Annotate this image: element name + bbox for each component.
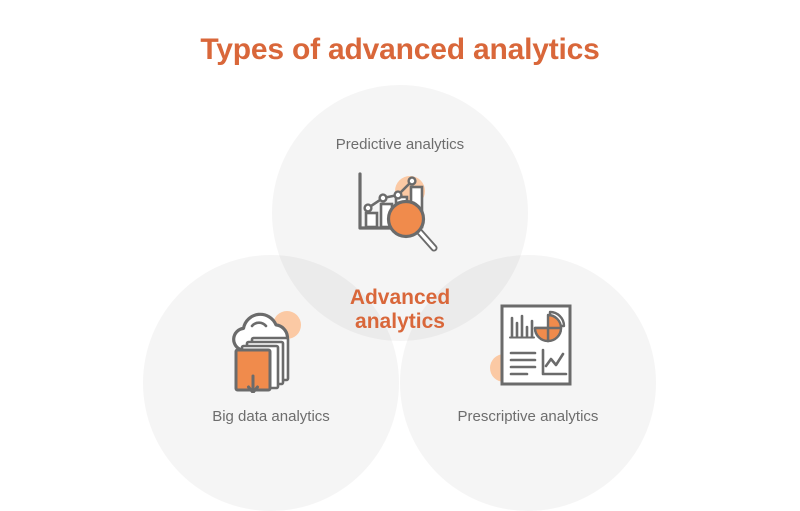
magnifier-handle-inner-shape xyxy=(416,228,436,250)
cloud-documents-icon xyxy=(222,298,314,398)
chart-magnifier-icon xyxy=(352,168,452,268)
trend-node-1-shape xyxy=(363,203,373,213)
trend-line-shape xyxy=(366,179,414,210)
mini-bar-chart-shape xyxy=(509,314,535,339)
diagram-canvas: Types of advanced analytics Predictive a… xyxy=(143,33,656,511)
report-dashboard-icon xyxy=(490,300,582,397)
venn-label-big-data: Big data analytics xyxy=(212,408,330,425)
cloud-arc-shape xyxy=(250,321,268,328)
center-label-line2: analytics xyxy=(355,310,445,333)
mini-pie-chart-shape xyxy=(533,310,566,343)
center-label-line1: Advanced xyxy=(349,286,451,309)
trend-node-3-shape xyxy=(393,190,403,200)
text-lines-shape xyxy=(509,351,537,376)
venn-label-predictive: Predictive analytics xyxy=(335,136,465,153)
center-label: Advanced analytics xyxy=(300,286,500,334)
chart-bar-1-shape xyxy=(364,211,379,229)
download-arrow-head-shape xyxy=(247,385,259,394)
page-title: Types of advanced analytics xyxy=(200,33,600,66)
magnifier-lens-shape xyxy=(386,199,426,239)
mini-line-chart-shape xyxy=(541,348,568,376)
trend-node-4-shape xyxy=(407,176,417,186)
trend-node-2-shape xyxy=(378,193,388,203)
venn-label-prescriptive: Prescriptive analytics xyxy=(457,408,599,425)
